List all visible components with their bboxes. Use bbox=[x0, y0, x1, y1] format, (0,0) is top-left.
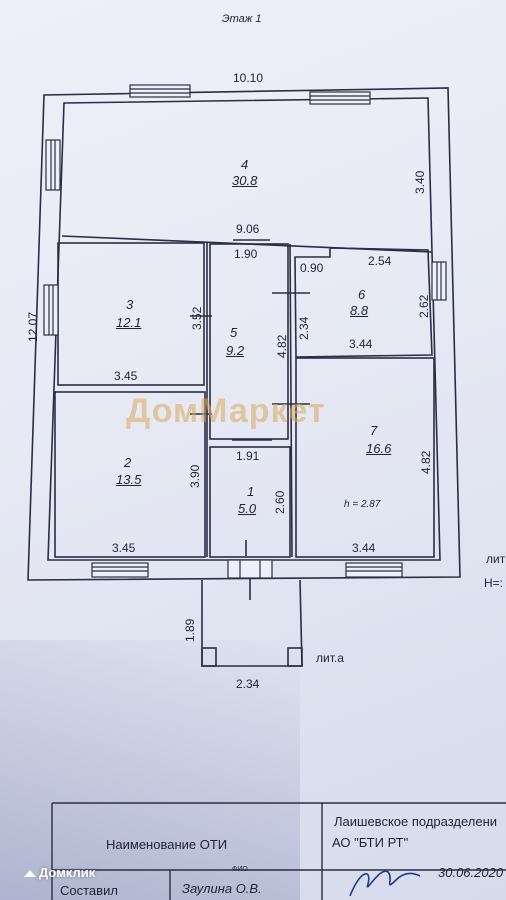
wall-right-central bbox=[289, 243, 293, 558]
room-3-number: 3 bbox=[126, 297, 134, 312]
window-top-right bbox=[309, 91, 371, 105]
ceiling-height: h = 2.87 bbox=[344, 499, 381, 510]
dim-overall-depth: 12.07 bbox=[26, 311, 40, 342]
dim-r7-height: 4.82 bbox=[419, 450, 433, 474]
stamp-fio-caption: ФИО bbox=[232, 866, 248, 873]
stamp-date: 30.06.2020 bbox=[438, 865, 504, 880]
window-top-left bbox=[129, 84, 191, 98]
room-3-area: 12.1 bbox=[116, 315, 142, 330]
dim-inner-width: 9.06 bbox=[236, 222, 260, 236]
porch-post-right bbox=[287, 647, 303, 667]
dim-r1-height: 2.60 bbox=[273, 490, 287, 514]
room-3-outline bbox=[57, 242, 205, 386]
corner-logo: Домклик bbox=[24, 866, 95, 879]
room-1-area: 5.0 bbox=[238, 501, 257, 516]
room-2-area: 13.5 bbox=[116, 472, 142, 487]
dim-r3-height: 3.52 bbox=[190, 306, 204, 330]
dim-overall-width: 10.10 bbox=[233, 71, 264, 85]
dim-r3-bottom: 3.45 bbox=[114, 369, 138, 383]
dim-r5-width: 1.90 bbox=[234, 247, 258, 261]
porch-outline bbox=[201, 579, 303, 667]
porch-label: лит.а bbox=[316, 651, 344, 665]
dim-r6-left-height: 2.34 bbox=[297, 316, 311, 340]
house-icon bbox=[24, 870, 36, 878]
dim-porch-width: 2.34 bbox=[236, 677, 260, 691]
photo-shadow bbox=[0, 640, 300, 900]
room-7-number: 7 bbox=[370, 423, 378, 438]
dim-r6-right-height: 2.62 bbox=[417, 294, 431, 318]
room-7-outline bbox=[295, 357, 435, 558]
door-entrance bbox=[227, 559, 273, 579]
dim-r7-bottom: 3.44 bbox=[352, 541, 376, 555]
dim-porch-height: 1.89 bbox=[183, 618, 197, 642]
stamp-org: Лаишевское подразделени bbox=[334, 814, 498, 829]
window-left-mid bbox=[43, 284, 59, 336]
room-6-outline bbox=[294, 247, 433, 358]
stamp-compiled-label: Составил bbox=[60, 883, 118, 898]
dim-r5-height: 4.82 bbox=[275, 334, 289, 358]
room-6-number: 6 bbox=[358, 287, 366, 302]
room-4-number: 4 bbox=[241, 157, 249, 172]
room-2-number: 2 bbox=[124, 455, 132, 470]
room-2-outline bbox=[54, 391, 206, 558]
dim-r2-bottom: 3.45 bbox=[112, 541, 136, 555]
dim-r2-height: 3.90 bbox=[188, 464, 202, 488]
watermark: ДомМаркет bbox=[126, 392, 326, 430]
room-5-area: 9.2 bbox=[226, 343, 245, 358]
outer-wall bbox=[27, 87, 461, 581]
dim-r6-bottom: 3.44 bbox=[349, 337, 373, 351]
porch-post-left bbox=[201, 647, 217, 667]
floor-title: Этаж 1 bbox=[222, 13, 262, 25]
edge-text-1: лит bbox=[486, 552, 506, 566]
dim-r4-depth: 3.40 bbox=[413, 170, 427, 194]
room-5-outline bbox=[209, 243, 289, 440]
dim-r1-width: 1.91 bbox=[236, 449, 260, 463]
window-bottom-left bbox=[91, 562, 149, 578]
dim-r6-notch: 0.90 bbox=[300, 261, 324, 275]
room-1-outline bbox=[209, 446, 291, 558]
dim-r6-width: 2.54 bbox=[368, 254, 392, 268]
edge-text-2: Н=: bbox=[484, 576, 504, 590]
room-4-area: 30.8 bbox=[232, 173, 258, 188]
room-6-area: 8.8 bbox=[350, 303, 369, 318]
stamp-oti-label: Наименование ОТИ bbox=[106, 837, 228, 852]
room-1-number: 1 bbox=[247, 484, 255, 499]
room-5-number: 5 bbox=[230, 325, 238, 340]
window-bottom-right bbox=[345, 562, 403, 578]
room-7-area: 16.6 bbox=[366, 441, 392, 456]
window-right bbox=[431, 261, 447, 301]
stamp-company: АО "БТИ РТ" bbox=[332, 835, 409, 850]
window-left-upper bbox=[45, 139, 61, 191]
stamp-compiled-name: Заулина О.В. bbox=[182, 881, 262, 896]
